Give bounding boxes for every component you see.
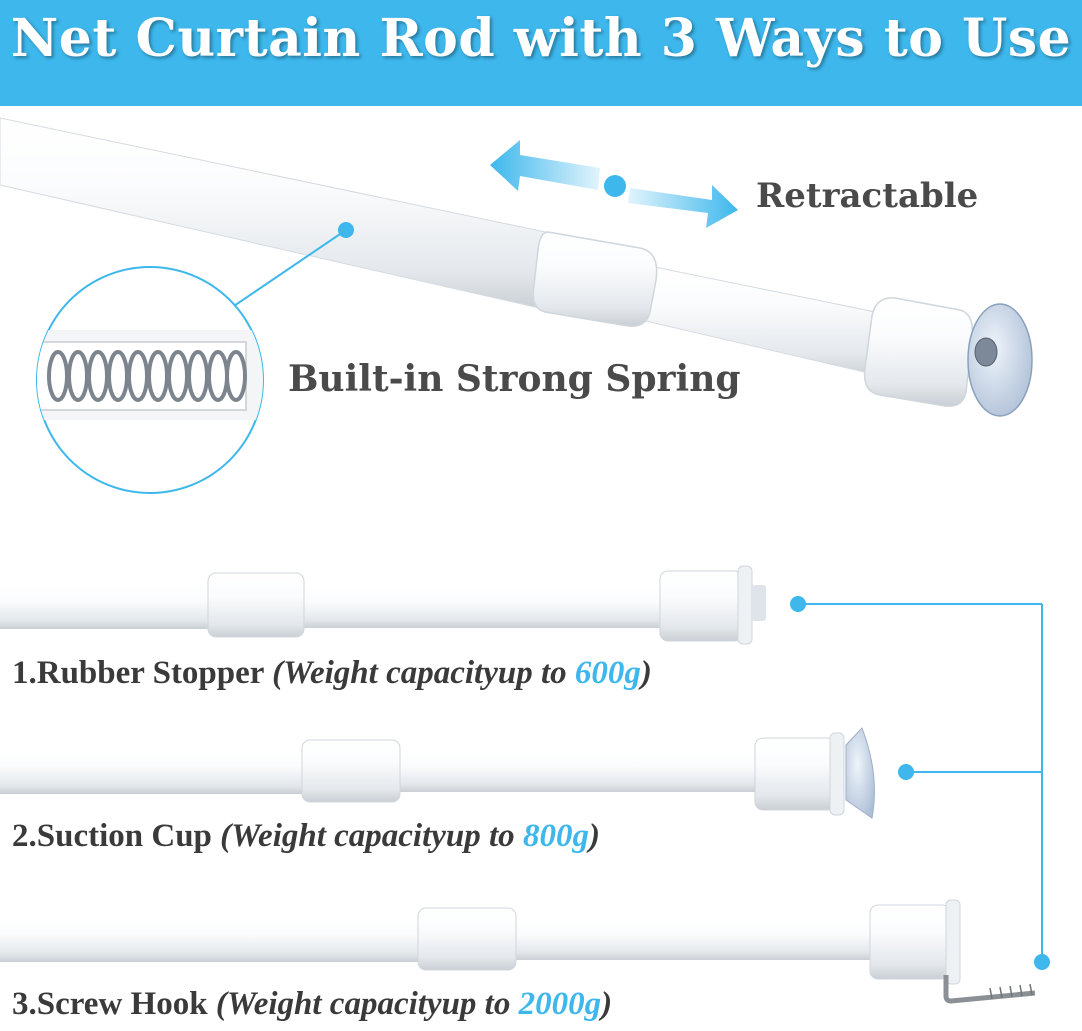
main-rod (0, 117, 1033, 417)
capacity-text: Weight capacityup to (283, 655, 575, 691)
method-label: 2.Suction Cup (12, 818, 212, 854)
connector-bracket (790, 596, 1050, 970)
paren-open: ( (272, 655, 284, 691)
rod-suction-cup (0, 727, 875, 819)
retract-arrows (490, 140, 738, 228)
capacity-value: 600g (574, 655, 641, 691)
capacity-value: 2000g (518, 986, 602, 1022)
rod-screw-hook (0, 899, 1036, 1004)
spring-label: Built-in Strong Spring (288, 358, 741, 400)
paren-open: ( (220, 818, 232, 854)
paren-open: ( (215, 986, 227, 1022)
spring-callout (36, 222, 354, 494)
paren-close: ) (640, 655, 652, 691)
rod-rubber-stopper (0, 565, 766, 645)
method-screw-hook-caption: 3.Screw Hook (Weight capacityup to 2000g… (12, 986, 612, 1023)
paren-close: ) (601, 986, 613, 1022)
method-rubber-stopper-caption: 1.Rubber Stopper (Weight capacityup to 6… (12, 655, 652, 692)
capacity-text: Weight capacityup to (231, 818, 523, 854)
method-label: 1.Rubber Stopper (12, 655, 264, 691)
capacity-text: Weight capacityup to (226, 986, 519, 1022)
method-label: 3.Screw Hook (12, 986, 208, 1022)
capacity-value: 800g (522, 818, 589, 854)
retractable-label: Retractable (756, 176, 979, 216)
paren-close: ) (588, 818, 600, 854)
title-banner: Net Curtain Rod with 3 Ways to Use (0, 0, 1082, 106)
method-suction-cup-caption: 2.Suction Cup (Weight capacityup to 800g… (12, 818, 600, 855)
page-title: Net Curtain Rod with 3 Ways to Use (10, 8, 1072, 69)
